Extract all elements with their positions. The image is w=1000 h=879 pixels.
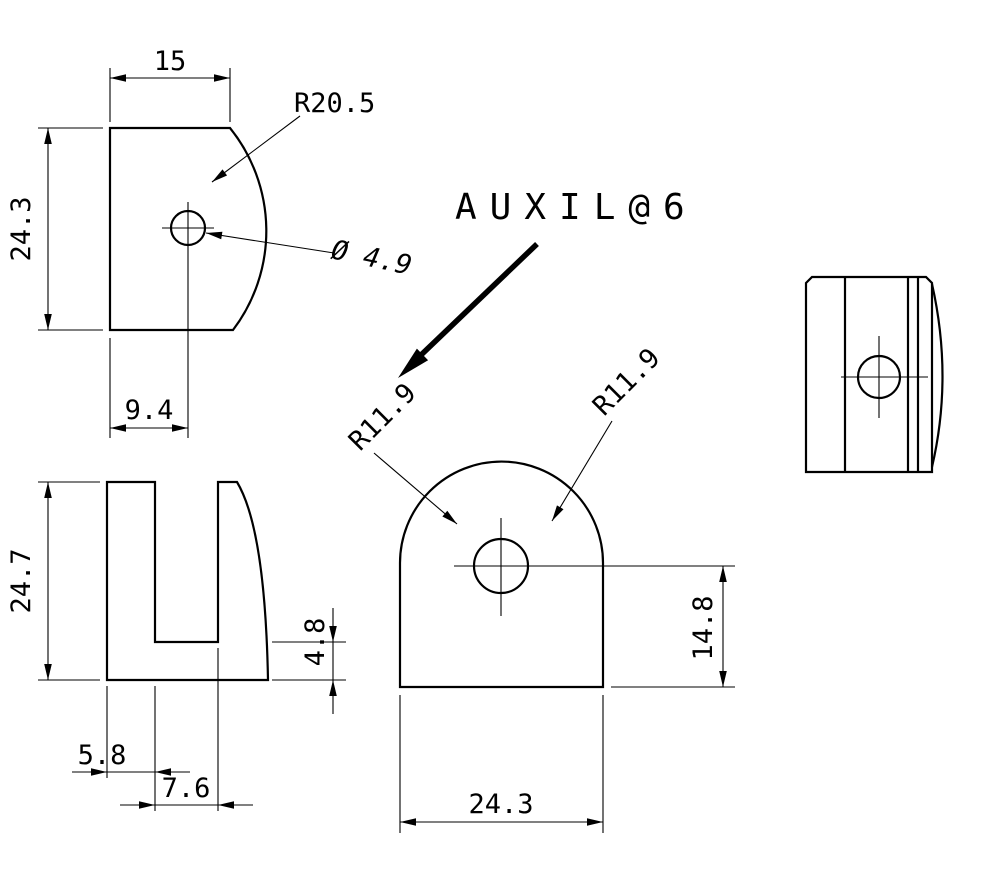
dim-height-label: 24.3 bbox=[6, 196, 37, 261]
dim-hole-offset-label: 9.4 bbox=[125, 395, 174, 426]
dim-base-thickness-label: 4.8 bbox=[300, 618, 331, 667]
leader-line bbox=[551, 420, 613, 522]
leader-line bbox=[205, 231, 335, 254]
part-callout: AUXIL@6 bbox=[398, 187, 698, 378]
radius-left-label: R11.9 bbox=[343, 378, 422, 457]
side-outline bbox=[804, 275, 934, 474]
leader-line bbox=[211, 115, 301, 183]
dim-hole-height-label: 14.8 bbox=[688, 595, 719, 660]
section-outline bbox=[105, 480, 270, 682]
front-outline bbox=[108, 126, 268, 332]
front-view: 15 24.3 9.4 R20.5 Ø 4.9 bbox=[6, 46, 414, 438]
dim-width-label: 15 bbox=[154, 46, 187, 77]
side-view bbox=[804, 275, 944, 474]
end-outline bbox=[398, 460, 605, 689]
dim-arm-width-label: 5.8 bbox=[78, 740, 127, 771]
radius-callout-label: R20.5 bbox=[294, 88, 375, 119]
dim-section-height-label: 24.7 bbox=[6, 548, 37, 613]
section-view: 24.7 4.8 5.8 7.6 bbox=[6, 480, 346, 811]
callout-arrowhead-icon bbox=[398, 348, 429, 378]
part-name-label: AUXIL@6 bbox=[455, 187, 698, 228]
dim-slot-width-label: 7.6 bbox=[162, 773, 211, 804]
leader-line bbox=[373, 452, 458, 525]
dim-end-width-label: 24.3 bbox=[468, 789, 533, 820]
callout-arrow-shaft bbox=[419, 242, 539, 357]
radius-right-label: R11.9 bbox=[587, 343, 666, 422]
end-view: R11.9 R11.9 14.8 24.3 bbox=[343, 343, 735, 833]
side-curve-edge bbox=[930, 283, 944, 468]
hole-dia-callout-label: Ø 4.9 bbox=[329, 235, 415, 282]
